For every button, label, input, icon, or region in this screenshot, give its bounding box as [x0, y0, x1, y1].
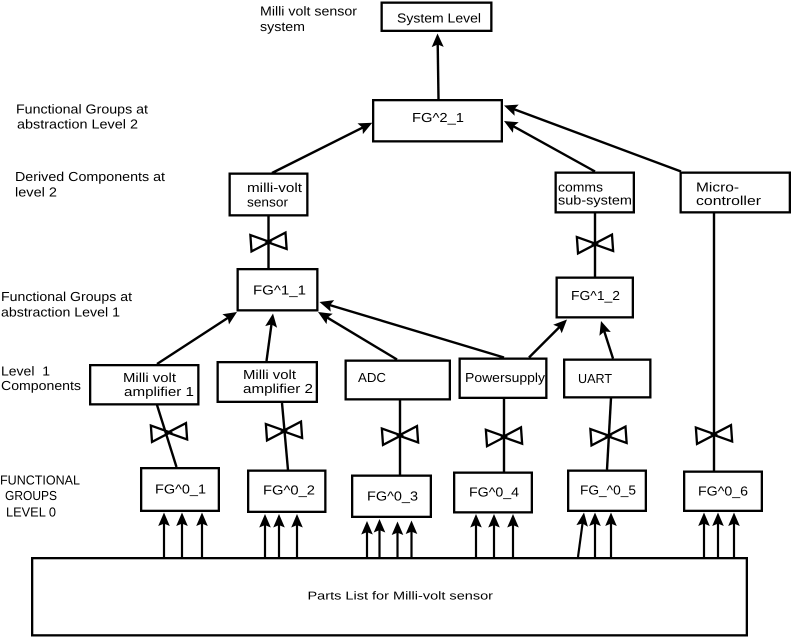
svg-text:system: system [260, 19, 305, 34]
svg-text:amplifier 2: amplifier 2 [243, 381, 313, 396]
svg-text:Functional Groups at: Functional Groups at [1, 289, 132, 304]
svg-text:Parts List for Milli-volt sens: Parts List for Milli-volt sensor [308, 591, 494, 603]
svg-text:Milli volt sensor: Milli volt sensor [260, 4, 358, 19]
svg-text:Powersupply: Powersupply [465, 370, 546, 385]
svg-text:Derived Components at: Derived Components at [15, 169, 165, 184]
svg-text:Components: Components [1, 378, 82, 393]
svg-text:FG^1_2: FG^1_2 [571, 288, 620, 303]
svg-text:UART: UART [578, 371, 612, 386]
svg-text:FG^0_4: FG^0_4 [469, 485, 519, 500]
svg-text:ADC: ADC [358, 370, 386, 385]
svg-text:FG^0_1: FG^0_1 [155, 482, 206, 497]
svg-text:sensor: sensor [247, 195, 289, 210]
svg-text:sub-system: sub-system [558, 193, 632, 208]
svg-text:FG^2_1: FG^2_1 [412, 110, 464, 125]
svg-text:level 2: level 2 [15, 184, 57, 199]
svg-text:FG_^0_5: FG_^0_5 [580, 483, 636, 498]
svg-text:controller: controller [696, 193, 762, 208]
svg-text:Micro-: Micro- [696, 179, 739, 194]
svg-text:milli-volt: milli-volt [247, 180, 302, 195]
svg-text:System Level: System Level [397, 11, 481, 26]
svg-text:abstraction Level 2: abstraction Level 2 [17, 117, 138, 132]
svg-text:Milli volt: Milli volt [243, 367, 296, 382]
svg-text:FG^1_1: FG^1_1 [253, 283, 306, 298]
svg-text:GROUPS: GROUPS [5, 488, 57, 503]
svg-text:amplifier 1: amplifier 1 [124, 384, 194, 399]
svg-text:abstraction Level 1: abstraction Level 1 [1, 305, 120, 320]
svg-text:FG^0_6: FG^0_6 [698, 484, 748, 499]
svg-text:FUNCTIONAL: FUNCTIONAL [0, 473, 80, 488]
svg-text:LEVEL 0: LEVEL 0 [6, 505, 56, 520]
svg-text:Level 1: Level 1 [1, 364, 50, 379]
svg-text:Functional Groups at: Functional Groups at [16, 101, 148, 116]
svg-text:FG^0_2: FG^0_2 [263, 483, 315, 498]
svg-text:Milli volt: Milli volt [123, 370, 176, 385]
svg-text:comms: comms [558, 180, 604, 195]
svg-text:FG^0_3: FG^0_3 [367, 489, 418, 504]
